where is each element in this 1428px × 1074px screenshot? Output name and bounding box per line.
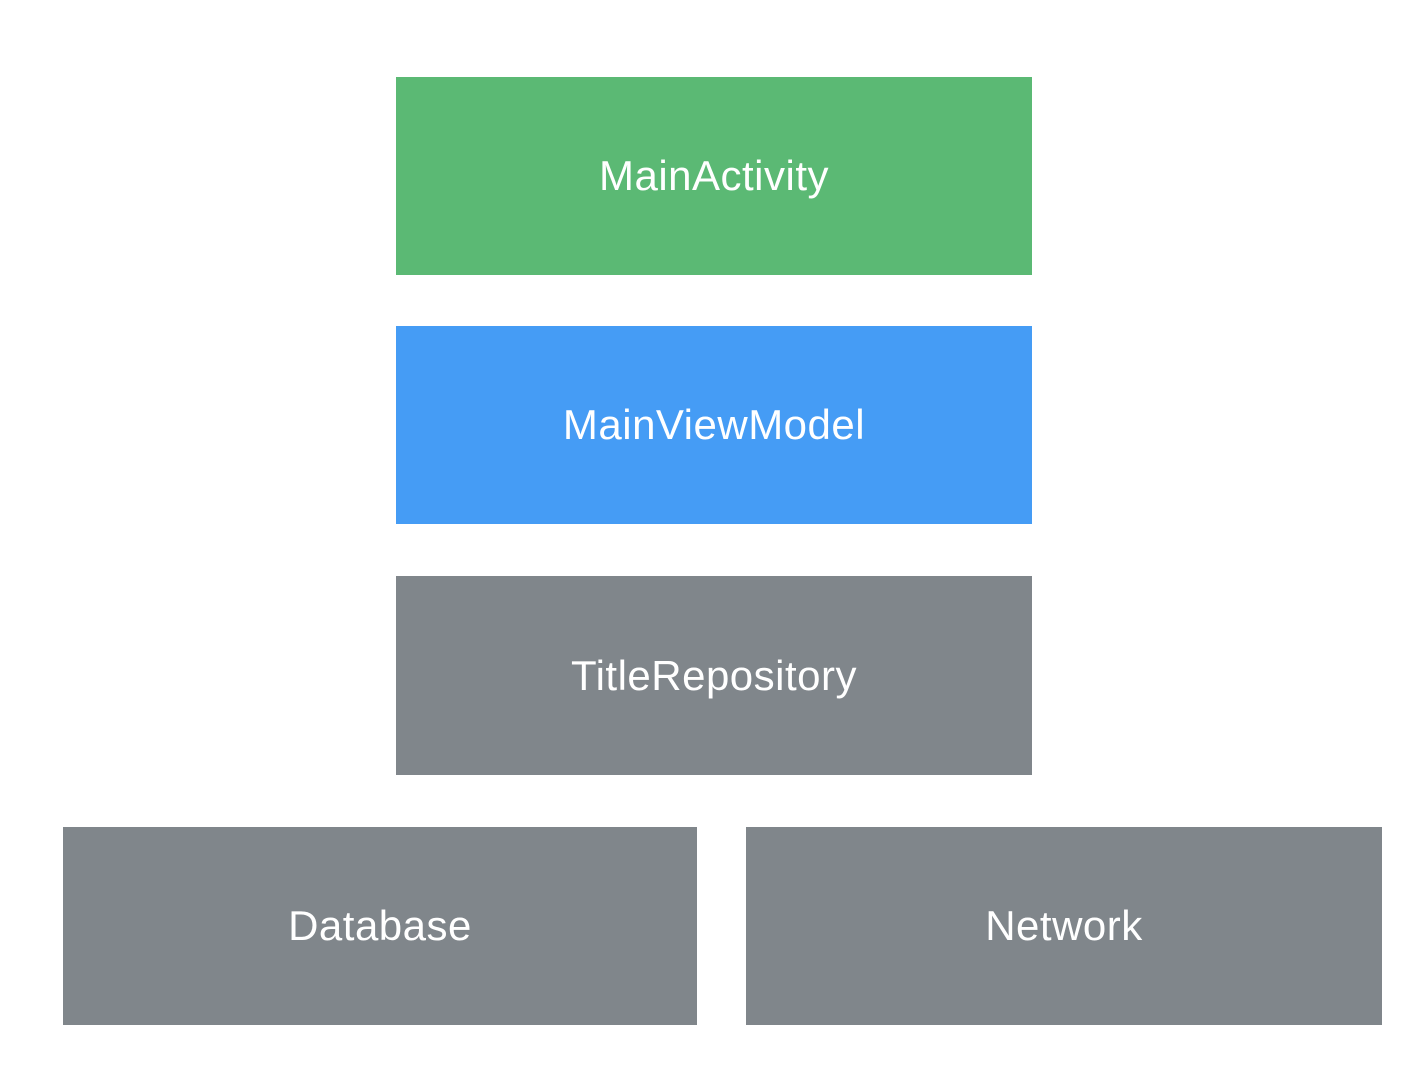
node-database: Database bbox=[63, 827, 697, 1025]
node-database-label: Database bbox=[288, 902, 472, 949]
node-network: Network bbox=[746, 827, 1382, 1025]
node-title-repository: TitleRepository bbox=[396, 576, 1032, 775]
node-main-view-model-label: MainViewModel bbox=[562, 401, 866, 448]
node-main-activity: MainActivity bbox=[396, 77, 1032, 275]
node-main-activity-label: MainActivity bbox=[598, 152, 830, 199]
node-main-view-model: MainViewModel bbox=[396, 326, 1032, 524]
node-network-label: Network bbox=[985, 902, 1143, 949]
node-title-repository-label: TitleRepository bbox=[570, 651, 858, 699]
